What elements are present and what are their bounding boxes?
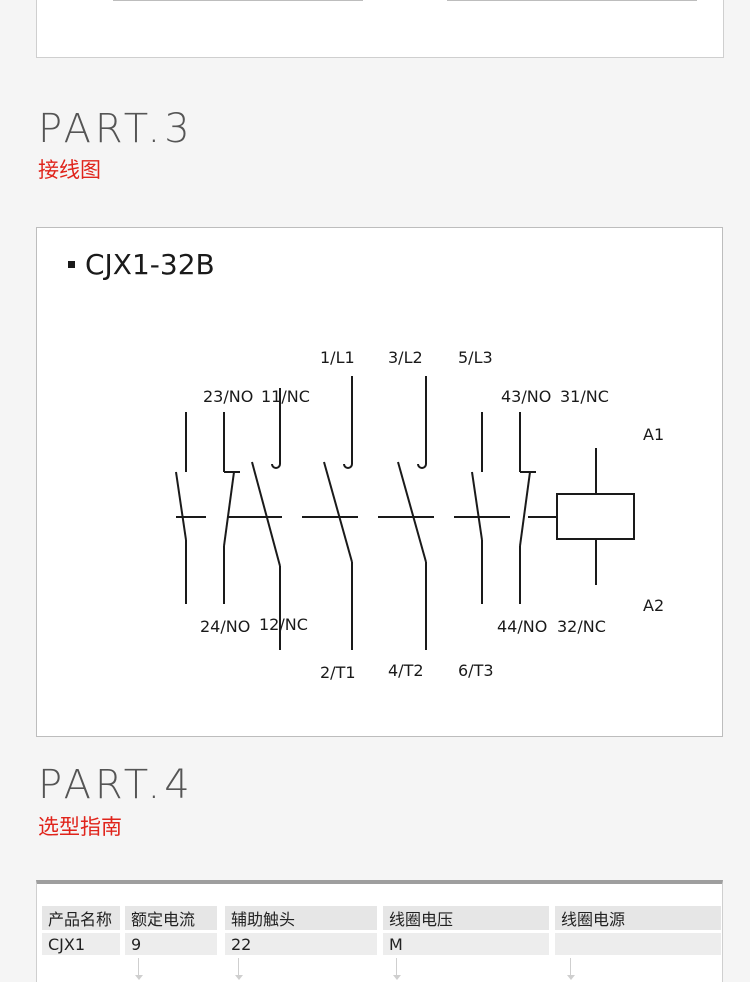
main-contact-hook [343,463,353,469]
part3-subtitle: 接线图 [38,158,101,182]
table-cell: 22 [225,933,377,955]
model-name: CJX1-32B [85,248,215,281]
wiring-diagram-panel [36,227,723,737]
table-cell [555,933,721,955]
terminal-label: 24/NO [200,617,250,636]
terminal-label: 1/L1 [320,348,355,367]
table-header: 产品名称 [42,906,120,930]
arrow-down-icon [567,958,575,980]
terminal-label: 11/NC [261,387,310,406]
contact-hook [271,463,281,469]
terminal-label: 23/NO [203,387,253,406]
bullet-icon [68,261,75,268]
table-header: 辅助触头 [225,906,377,930]
contact-blade [175,471,187,541]
terminal-label: 31/NC [560,387,609,406]
main-contact-blade [397,461,427,563]
contact-blade [223,471,235,547]
previous-section-panel [36,0,724,58]
terminal-label: 6/T3 [458,661,494,680]
arrow-down-icon [393,958,401,980]
table-cell: M [383,933,549,955]
terminal-label: 32/NC [557,617,606,636]
contact-blade [471,471,483,541]
table-header: 线圈电源 [555,906,721,930]
terminal-label: 5/L3 [458,348,493,367]
terminal-label: 12/NC [259,615,308,634]
contact-blade [251,461,281,567]
selection-table [36,880,723,982]
divider [113,0,363,1]
terminal-label: A1 [643,425,664,444]
terminal-label: 4/T2 [388,661,424,680]
terminal-label: A2 [643,596,664,615]
part3-title: PART.3 [38,106,194,152]
coil [556,493,635,540]
arrow-down-icon [135,958,143,980]
table-header: 额定电流 [125,906,217,930]
table-cell: CJX1 [42,933,120,955]
terminal-label: 3/L2 [388,348,423,367]
part4-subtitle: 选型指南 [38,815,122,839]
terminal-label: 2/T1 [320,663,356,682]
terminal-label: 43/NO [501,387,551,406]
contact-blade [519,471,531,547]
terminal-label: 44/NO [497,617,547,636]
part4-title: PART.4 [38,762,194,808]
table-cell: 9 [125,933,217,955]
main-contact-hook [417,463,427,469]
model-label: CJX1-32B [68,248,215,281]
divider [447,0,697,1]
arrow-down-icon [235,958,243,980]
main-contact-blade [323,461,353,563]
table-header: 线圈电压 [383,906,549,930]
